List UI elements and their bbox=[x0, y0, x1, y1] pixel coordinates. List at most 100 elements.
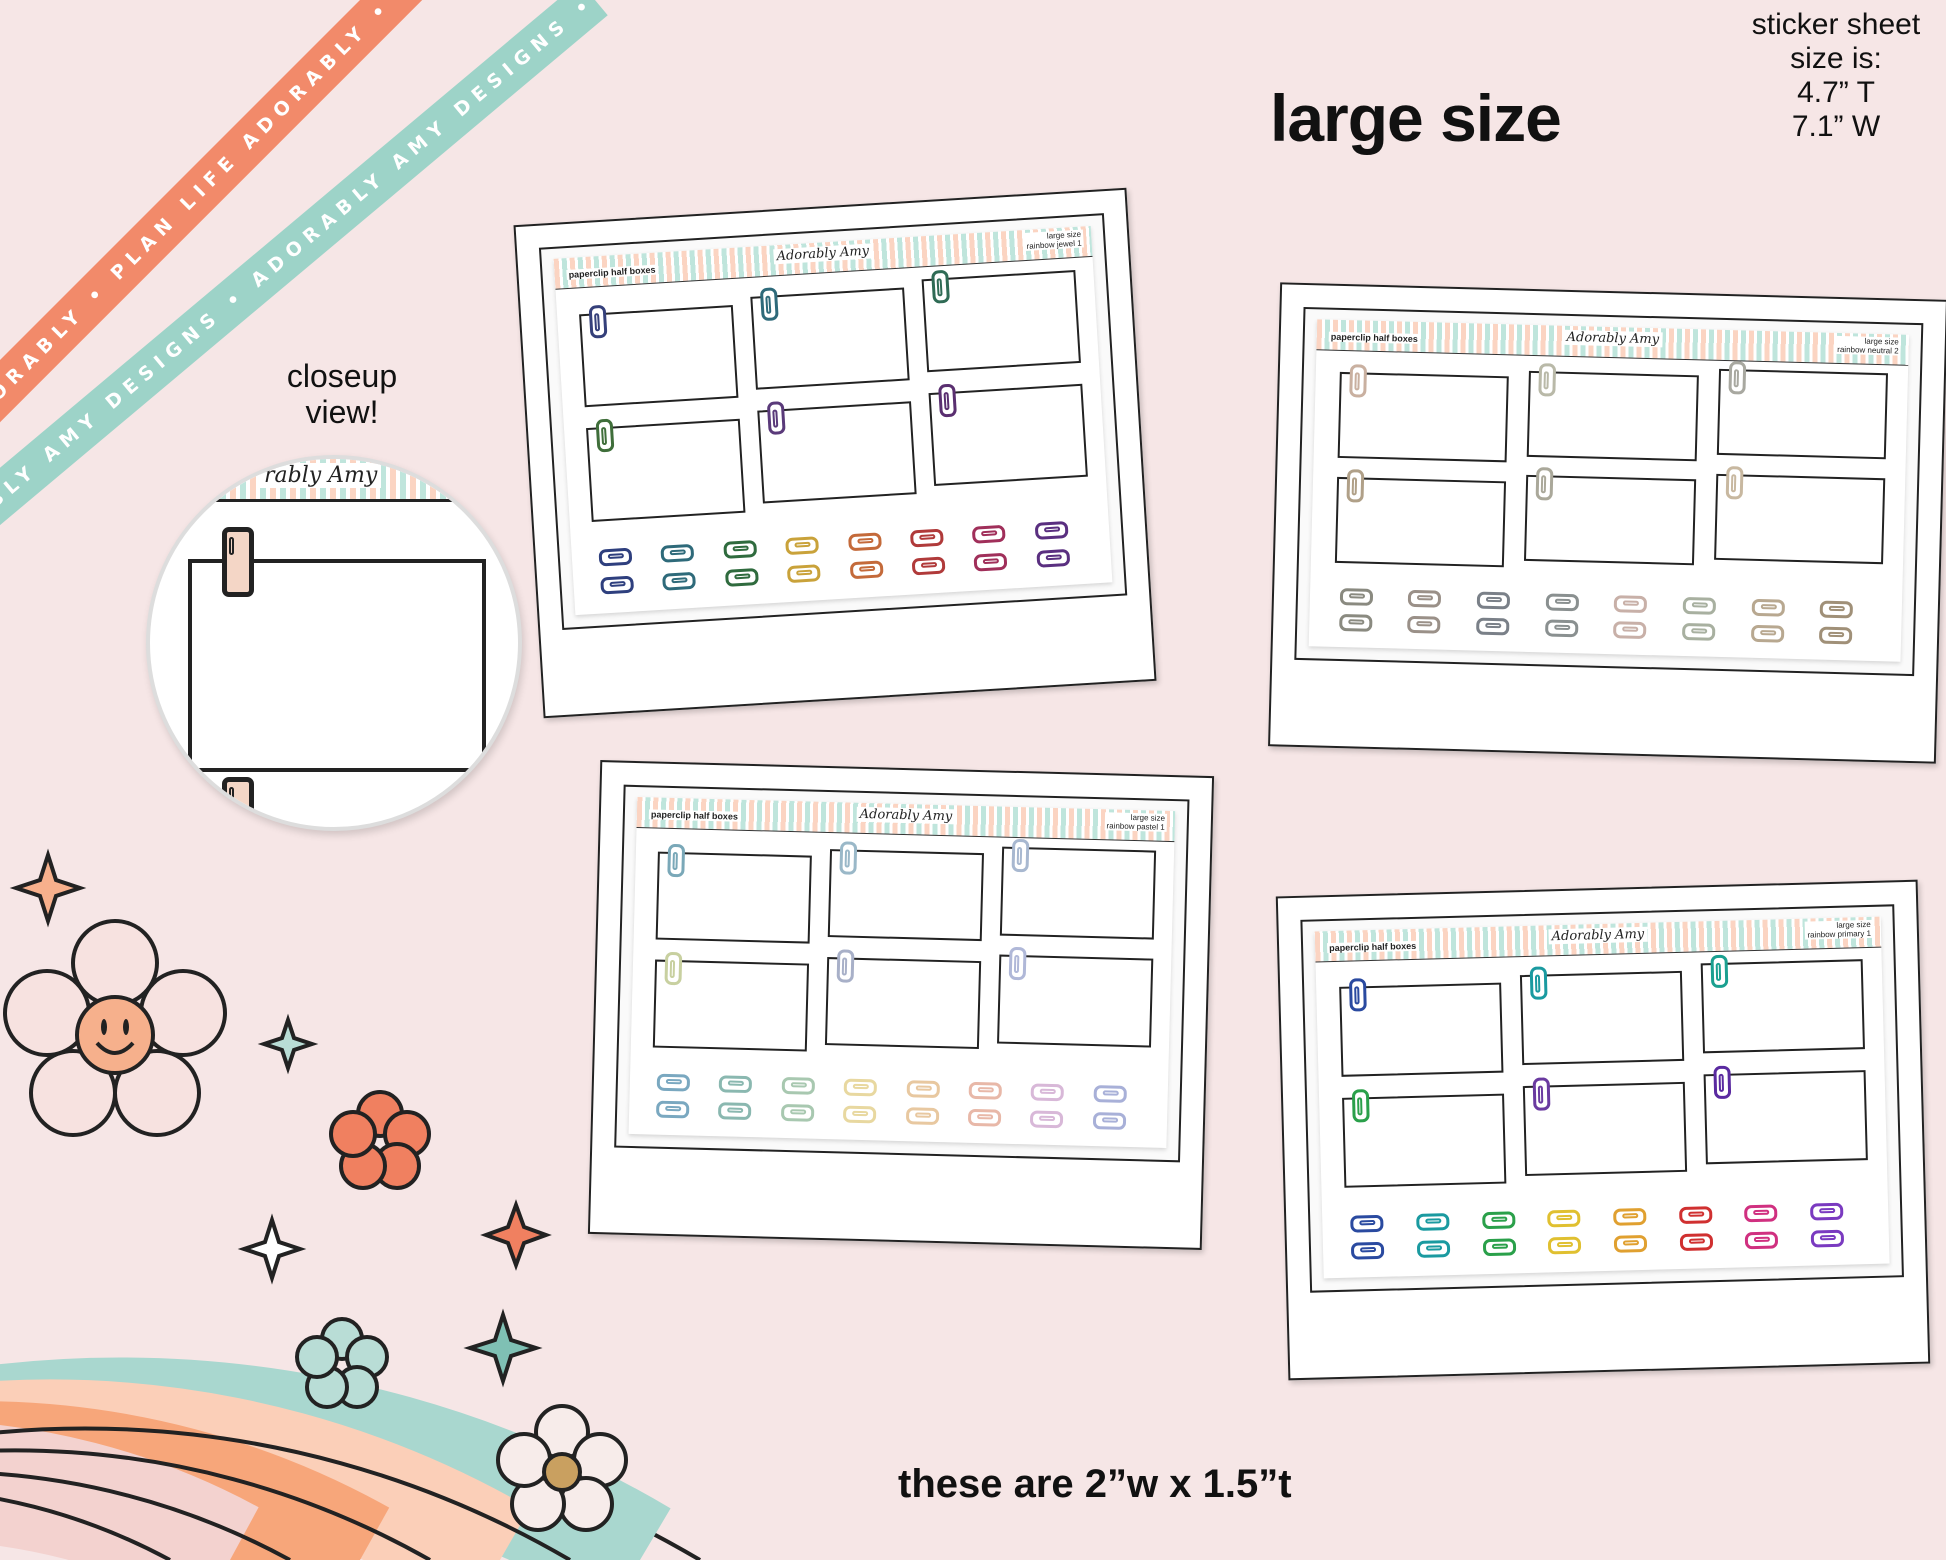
paperclip-icon bbox=[1727, 361, 1746, 395]
rainbow-illustration bbox=[0, 848, 702, 1560]
paperclip-sticker-icon bbox=[905, 1107, 939, 1126]
half-box-sticker bbox=[1524, 467, 1697, 566]
paperclip-sticker-icon bbox=[1613, 595, 1648, 614]
paperclip-sticker-icon bbox=[1547, 1209, 1581, 1228]
paperclip-sticker-icon bbox=[1482, 1238, 1516, 1257]
closeup-circle: rably Amy bbox=[146, 455, 522, 831]
sheet-title: paperclip half boxes bbox=[566, 264, 658, 281]
paperclip-sticker-icon bbox=[1338, 614, 1373, 633]
paperclip-icon bbox=[595, 418, 615, 453]
paperclip-sticker-icon bbox=[906, 1080, 940, 1099]
paperclip-sticker-icon bbox=[909, 528, 944, 548]
paperclip-sticker-icon bbox=[1036, 549, 1071, 569]
half-box-sticker bbox=[1716, 361, 1889, 460]
closeup-brand: rably Amy bbox=[260, 463, 382, 488]
paperclip-sticker-icon bbox=[847, 532, 882, 552]
sparkle-icon bbox=[257, 1013, 319, 1075]
half-box-sticker bbox=[1338, 977, 1504, 1078]
half-box-sticker bbox=[1337, 364, 1510, 463]
paperclip-sticker-icon bbox=[600, 575, 635, 595]
paperclip-sticker-icon bbox=[780, 1104, 815, 1123]
paperclip-sticker-icon bbox=[1679, 1233, 1713, 1252]
paperclip-icon bbox=[766, 401, 786, 436]
sheet-size-line1: sticker sheet bbox=[1751, 8, 1921, 41]
paperclip-icon bbox=[839, 841, 857, 875]
half-box-sticker bbox=[756, 401, 917, 504]
paperclip-sticker-icon bbox=[1613, 621, 1647, 640]
paperclip-sticker-icon bbox=[973, 552, 1008, 572]
paperclip-sticker-icon bbox=[1034, 520, 1069, 540]
paperclip-sticker-icon bbox=[968, 1082, 1002, 1100]
sheet-variant-label: rainbow jewel 1 bbox=[1026, 238, 1082, 251]
paperclip-icon bbox=[930, 269, 950, 304]
sheet-variant-label: rainbow pastel 1 bbox=[1106, 821, 1165, 832]
paperclip-icon bbox=[222, 527, 254, 597]
paperclip-sticker-icon bbox=[1612, 1207, 1647, 1226]
half-box-sticker bbox=[1526, 362, 1699, 461]
paperclip-icon bbox=[1538, 362, 1557, 397]
paperclip-icon bbox=[1008, 947, 1027, 981]
paperclip-sticker-icon bbox=[1350, 1214, 1384, 1233]
sparkle-icon bbox=[463, 1308, 543, 1388]
paperclip-icon bbox=[1348, 364, 1367, 398]
paperclip-icon bbox=[1725, 465, 1744, 500]
paperclip-sticker-icon bbox=[1030, 1083, 1065, 1102]
closeup-line1: closeup bbox=[286, 358, 398, 394]
paperclip-sticker-icon bbox=[1407, 616, 1441, 634]
sparkle-icon bbox=[9, 848, 87, 928]
paperclip-sticker-icon bbox=[718, 1102, 752, 1121]
sheet-brand: Adorably Amy bbox=[856, 806, 956, 825]
half-box-sticker bbox=[1700, 954, 1866, 1054]
paperclip-sticker-icon bbox=[1351, 1242, 1385, 1260]
closeup-line2: view! bbox=[305, 394, 379, 430]
sheet-variant-label: rainbow neutral 2 bbox=[1837, 344, 1899, 356]
sheet-brand: Adorably Amy bbox=[1563, 329, 1663, 348]
paperclip-sticker-icon bbox=[598, 547, 633, 567]
paperclip-sticker-icon bbox=[1475, 617, 1510, 636]
paperclip-sticker-icon bbox=[1092, 1112, 1126, 1131]
sheet-size-width: 7.1” W bbox=[1791, 110, 1881, 143]
paperclip-sticker-icon bbox=[1682, 597, 1717, 615]
paperclip-sticker-icon bbox=[1093, 1085, 1127, 1104]
smiley-flower-icon bbox=[3, 919, 227, 1137]
paperclip-sticker-icon bbox=[1408, 589, 1442, 608]
half-box-sticker bbox=[1519, 966, 1685, 1066]
paperclip-sticker-icon bbox=[1544, 619, 1579, 638]
paperclip-sticker-icon bbox=[1810, 1230, 1845, 1248]
sparkle-icon bbox=[480, 1199, 552, 1271]
half-box-sticker bbox=[1334, 469, 1507, 568]
paperclip-icon bbox=[1710, 954, 1729, 988]
sheet-brand: Adorably Amy bbox=[1548, 926, 1648, 945]
paperclip-icon bbox=[1535, 467, 1554, 501]
half-box-sticker bbox=[921, 269, 1082, 373]
sheet-size-note: sticker sheet size is: 4.7” T 7.1” W bbox=[1716, 8, 1946, 144]
paperclip-icon bbox=[222, 777, 254, 827]
flower-icon bbox=[295, 1317, 389, 1409]
paperclip-icon bbox=[1011, 839, 1030, 873]
closeup-header-strip: rably Amy bbox=[150, 459, 518, 502]
paperclip-sticker-icon bbox=[1809, 1202, 1844, 1221]
paperclip-sticker-icon bbox=[1744, 1203, 1778, 1222]
paperclip-sticker-icon bbox=[1416, 1212, 1450, 1231]
paperclip-sticker-icon bbox=[1744, 1231, 1779, 1250]
sheet-variant-label: rainbow primary 1 bbox=[1807, 928, 1872, 940]
paperclip-sticker-icon bbox=[722, 539, 757, 559]
paperclip-icon bbox=[1346, 469, 1364, 503]
paperclip-sticker-icon bbox=[1545, 593, 1579, 612]
paperclip-sticker-icon bbox=[1751, 598, 1785, 617]
sheet-size-line2: size is: bbox=[1790, 42, 1882, 75]
paperclip-icon bbox=[759, 287, 779, 322]
sparkle-icon bbox=[237, 1213, 307, 1285]
